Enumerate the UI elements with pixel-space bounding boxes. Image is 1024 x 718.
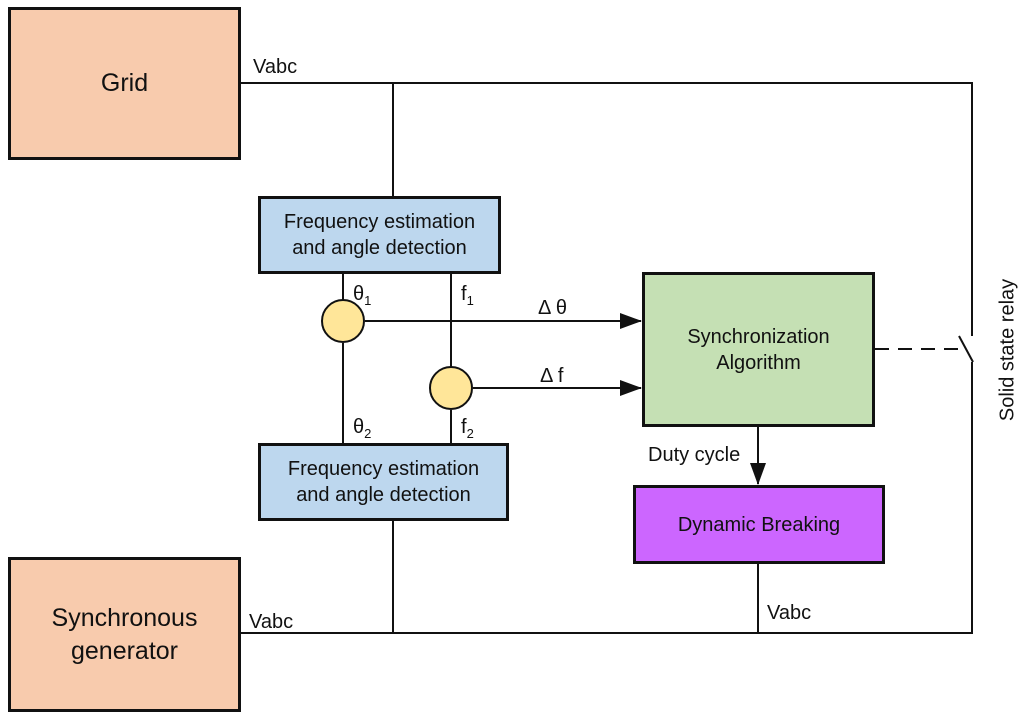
theta1-label: θ1 bbox=[353, 283, 372, 308]
sync-label-2: Algorithm bbox=[716, 351, 801, 374]
delta-f-label: Δ f bbox=[540, 365, 564, 387]
fe-top-label-1: Frequency estimation bbox=[283, 211, 476, 233]
grid-label: Grid bbox=[100, 69, 149, 98]
f1-label: f1 bbox=[461, 283, 474, 308]
vabc-grid-label: Vabc bbox=[253, 56, 298, 78]
theta2-label: θ2 bbox=[353, 416, 372, 441]
freq-estimation-bottom-block: Frequency estimation and angle detection bbox=[258, 443, 509, 521]
fe-top-label-2: and angle detection bbox=[292, 237, 467, 259]
fe-bottom-label-2: and angle detection bbox=[296, 484, 471, 506]
fe-bottom-label-1: Frequency estimation bbox=[287, 458, 480, 480]
solid-state-relay-label: Solid state relay bbox=[996, 278, 1019, 422]
vabc-brake-label: Vabc bbox=[767, 602, 812, 624]
synchronous-generator-block: Synchronous generator bbox=[8, 557, 241, 712]
delta-theta-label: Δ θ bbox=[538, 297, 567, 319]
f-summing-junction bbox=[429, 366, 473, 410]
sync-label-1: Synchronization bbox=[687, 325, 830, 348]
dynamic-breaking-label: Dynamic Breaking bbox=[677, 513, 841, 536]
dynamic-breaking-block: Dynamic Breaking bbox=[633, 485, 885, 564]
generator-label-1: Synchronous bbox=[51, 604, 198, 632]
synchronization-algorithm-block: Synchronization Algorithm bbox=[642, 272, 875, 427]
freq-estimation-top-block: Frequency estimation and angle detection bbox=[258, 196, 501, 274]
theta-summing-junction bbox=[321, 299, 365, 343]
f2-label: f2 bbox=[461, 416, 474, 441]
vabc-generator-label: Vabc bbox=[249, 611, 294, 633]
generator-label-2: generator bbox=[70, 636, 179, 665]
duty-cycle-label: Duty cycle bbox=[648, 444, 741, 466]
grid-block: Grid bbox=[8, 7, 241, 160]
relay-switch bbox=[958, 335, 974, 363]
